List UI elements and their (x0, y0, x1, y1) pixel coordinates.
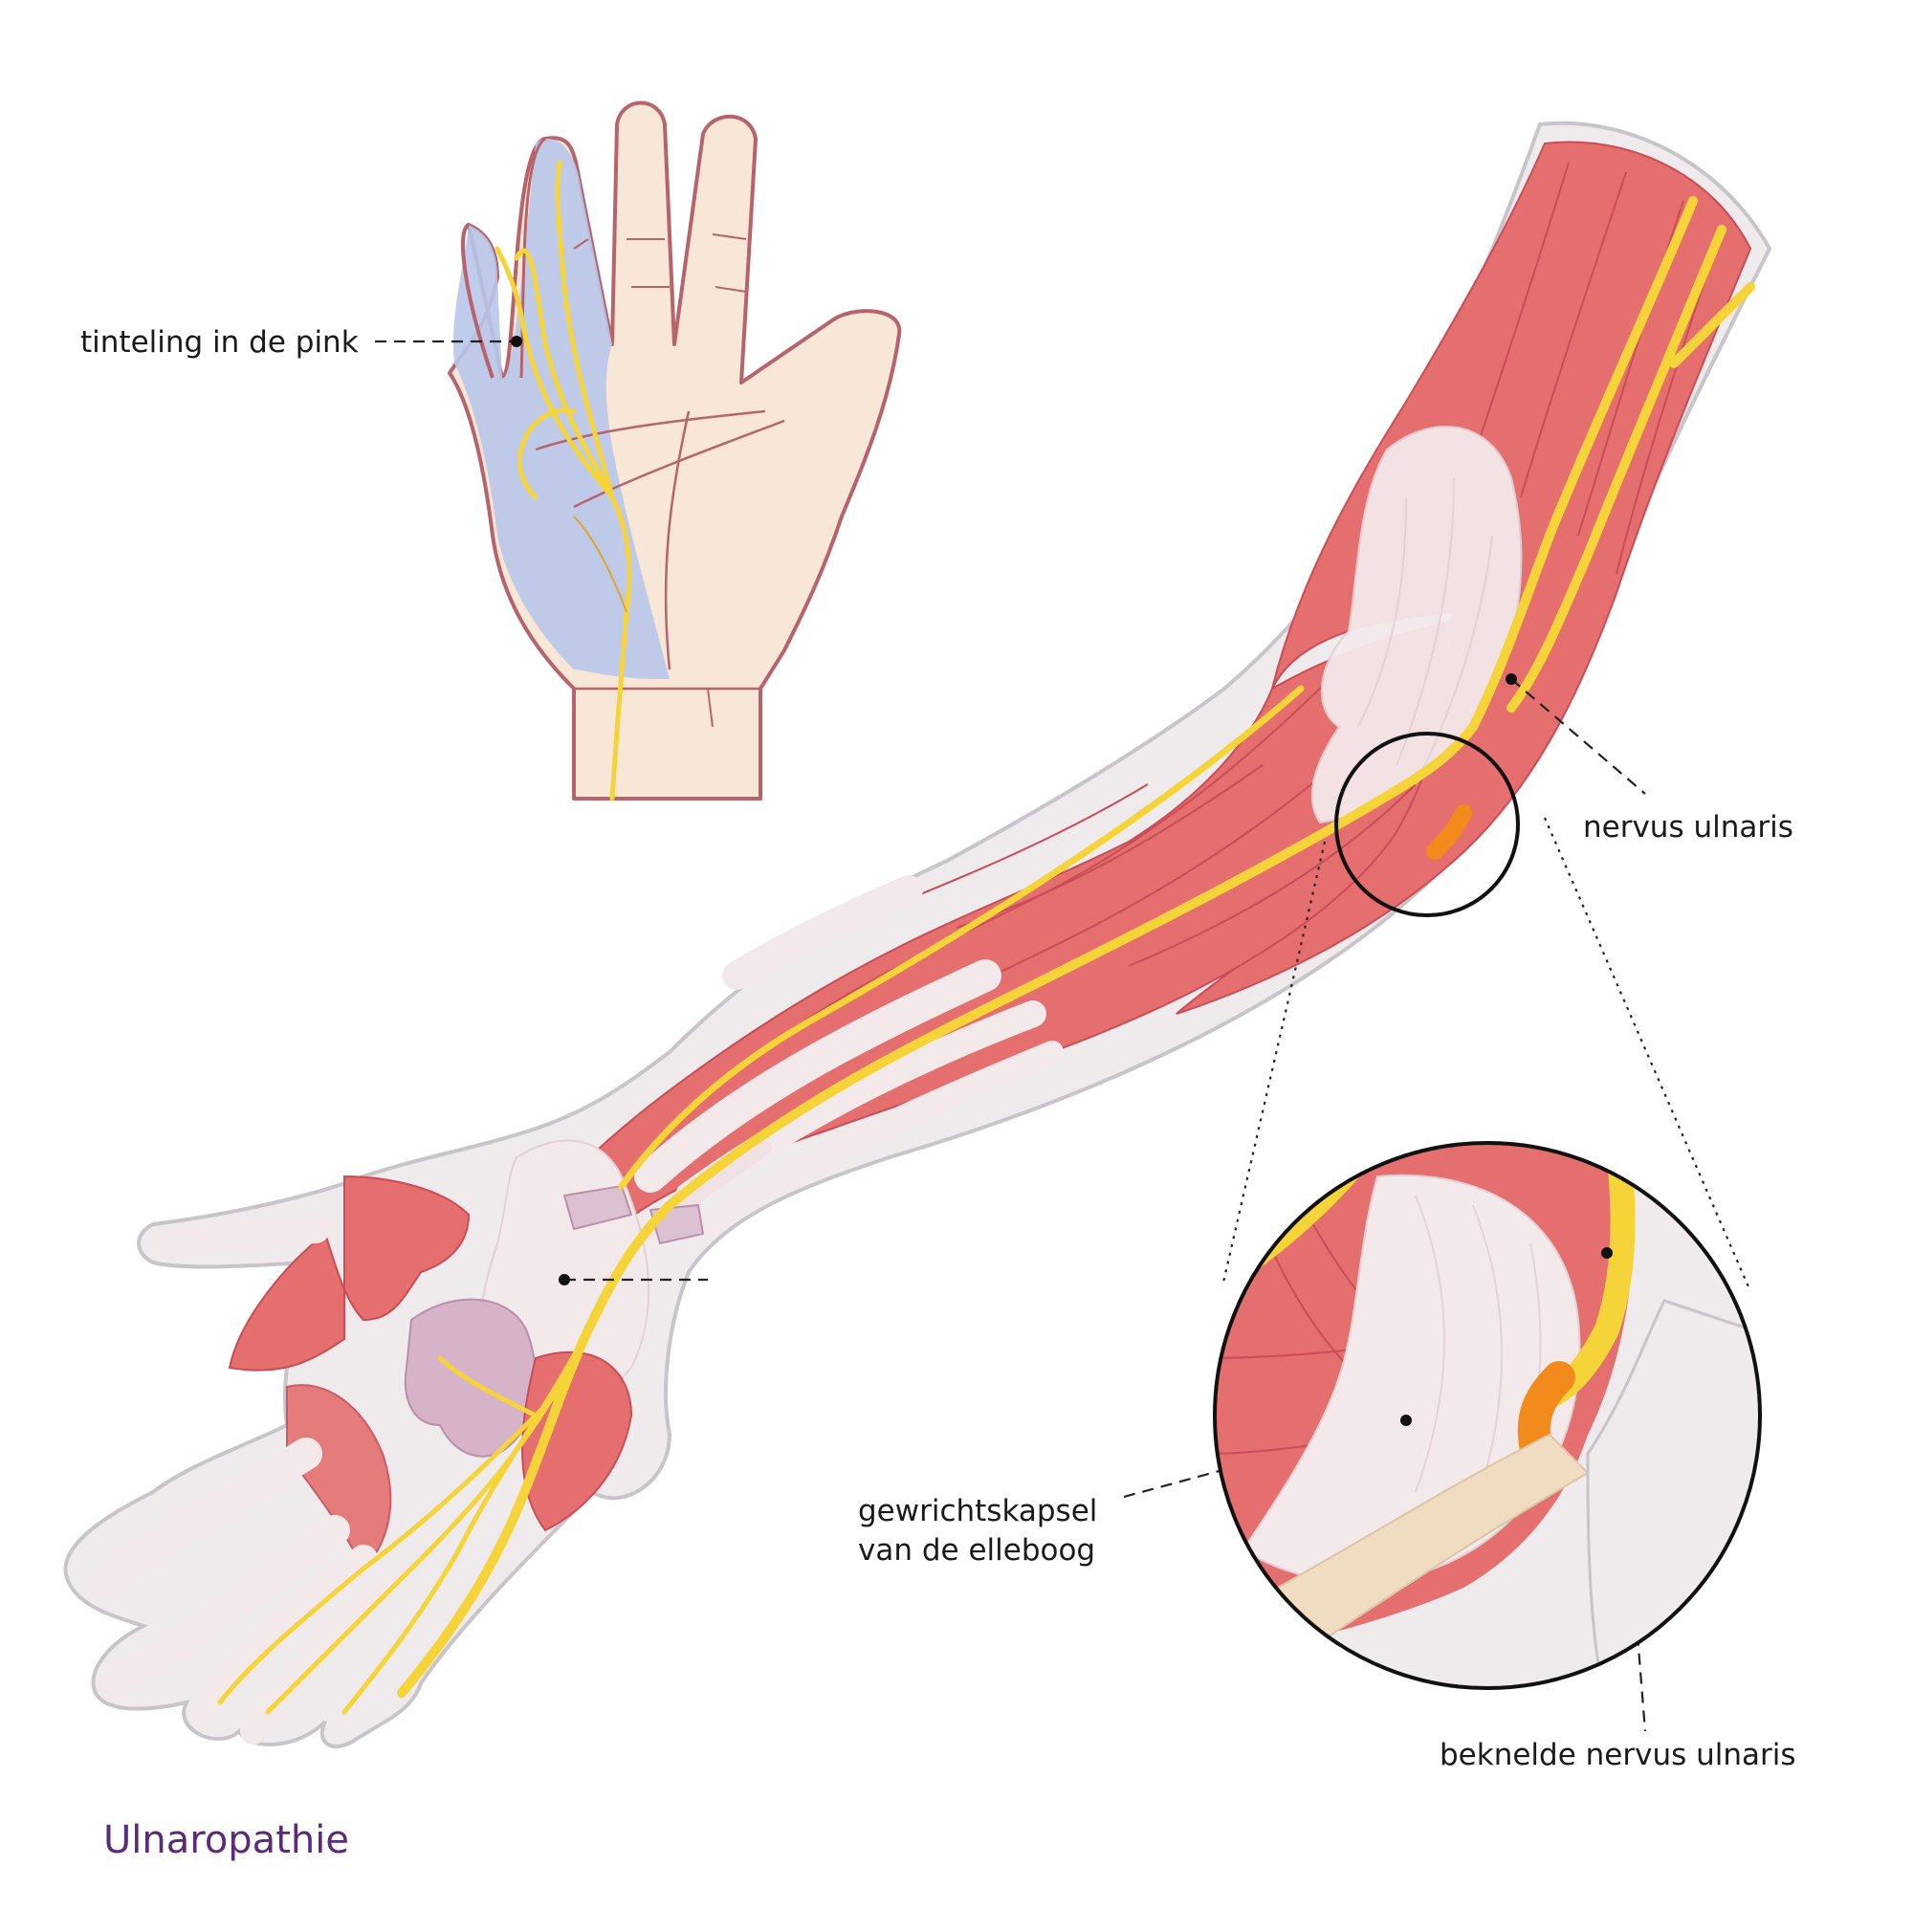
hand-muscles (228, 1175, 471, 1372)
ulnar-nerve-dot (1506, 673, 1517, 685)
magnified-inset (1215, 1143, 1760, 1688)
finger-tendons (89, 1215, 396, 1745)
inset-trapped-nerve (1517, 1361, 1575, 1460)
label-ulnar-nerve: nervus ulnaris (1583, 810, 1793, 845)
label-trapped-ulnar-nerve: beknelde nervus ulnaris (1440, 1738, 1796, 1772)
trapped-nerve-segment (1426, 804, 1472, 860)
label-pinky-tingling: tinteling in de pink (80, 325, 359, 360)
joint-capsule-dot (1400, 1415, 1412, 1426)
hand-nerve (495, 160, 632, 801)
pinky-dot (511, 336, 522, 347)
wrist-dot (559, 1274, 570, 1285)
callout-dots (511, 336, 1613, 1426)
trapped-nerve-dot (1601, 1247, 1613, 1259)
label-joint-capsule-line2: van de elleboog (858, 1533, 1096, 1568)
forearm-tendons (625, 875, 1064, 1250)
diagram-title: Ulnaropathie (103, 1818, 349, 1862)
forearm-illustration (63, 121, 1772, 1748)
ulnar-nerve (217, 196, 1755, 1715)
ulnar-nerve-callout-line (1510, 678, 1646, 795)
joint-capsule-callout-line (1123, 1418, 1407, 1499)
magnifier-connector-left (1220, 841, 1327, 1287)
label-joint-capsule-line1: gewrichtskapsel (858, 1494, 1098, 1528)
hand-palm-illustration (448, 100, 902, 801)
elbow-highlight-circle (1334, 732, 1520, 917)
inset-border (1213, 1141, 1762, 1690)
carpal-bursa (404, 1298, 537, 1458)
